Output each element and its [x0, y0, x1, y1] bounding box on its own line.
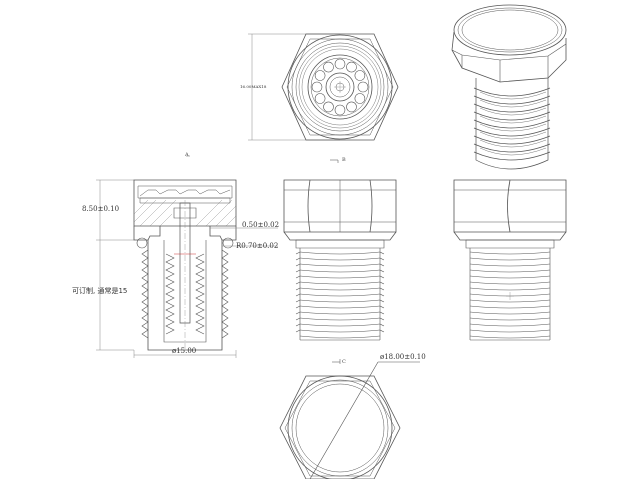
right-thread: [222, 250, 228, 338]
section-mark-b: B: [342, 157, 346, 163]
section-mark-c: C: [342, 359, 346, 365]
left-thread: [142, 250, 148, 338]
iso-thread: [474, 78, 550, 169]
front-view: [284, 180, 396, 364]
dimension-dia15: ø15.00: [172, 347, 197, 355]
side-view: [454, 180, 566, 340]
dimension-dia18: ø18.00±0.10: [380, 353, 426, 361]
spring: [166, 254, 204, 334]
dimension-radius: R0.70±0.02: [236, 242, 279, 250]
section-view: [96, 156, 278, 358]
vent-holes: [312, 59, 368, 115]
dimension-top-view: 16.00MAX18: [240, 84, 267, 89]
bottom-view: [280, 362, 420, 479]
top-view: [248, 34, 398, 163]
side-thread: [470, 248, 550, 340]
spring-note: 可订制, 通常是15: [72, 287, 128, 295]
isometric-view: [452, 5, 566, 169]
section-mark-a: A: [185, 152, 189, 158]
dimension-wall: 0.50±0.02: [242, 221, 280, 229]
front-thread: [296, 248, 384, 340]
hatch: [134, 200, 236, 226]
dimension-height: 8.50±0.10: [82, 205, 120, 213]
